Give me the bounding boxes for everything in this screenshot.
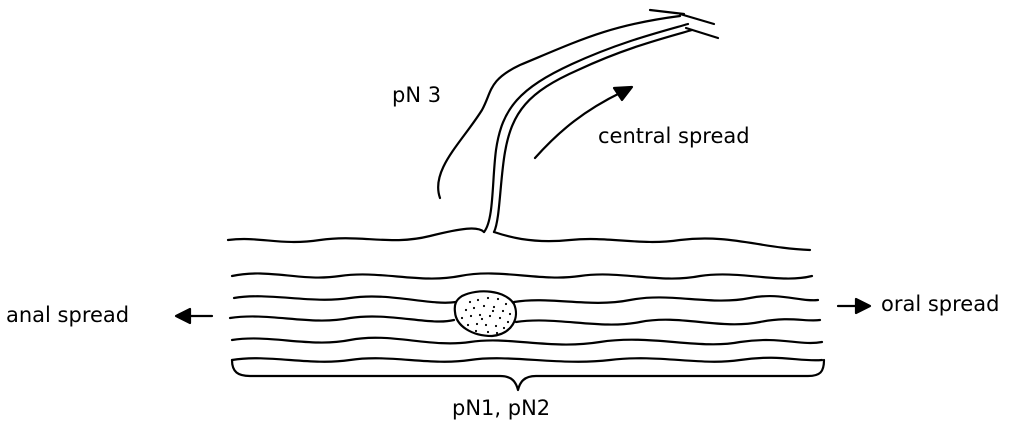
oral-spread-arrow-head xyxy=(856,299,870,313)
label-pn3: pN 3 xyxy=(392,85,441,106)
nerve-branch-tip-upper xyxy=(680,14,714,24)
intestine-layer-5 xyxy=(232,338,822,345)
label-oral-spread: oral spread xyxy=(881,294,999,315)
intestine-layer-6 xyxy=(232,358,822,362)
intestine-layer-4 xyxy=(230,316,820,324)
tumor-stippling xyxy=(461,297,511,334)
tumor-nodule xyxy=(455,291,516,336)
label-central-spread: central spread xyxy=(598,126,750,147)
intestine-layer-3 xyxy=(234,296,818,303)
intestine-layer-top xyxy=(228,229,810,250)
nerve-branch-tip-cap xyxy=(650,10,684,14)
label-anal-spread: anal spread xyxy=(6,305,129,326)
central-spread-arrow-head xyxy=(614,87,632,100)
intestine-layer-2 xyxy=(232,273,812,278)
anal-spread-arrow-head xyxy=(176,309,190,323)
label-pn1-pn2: pN1, pN2 xyxy=(452,398,550,419)
curly-brace xyxy=(232,360,824,390)
nerve-branch-tip-lower xyxy=(686,28,718,38)
